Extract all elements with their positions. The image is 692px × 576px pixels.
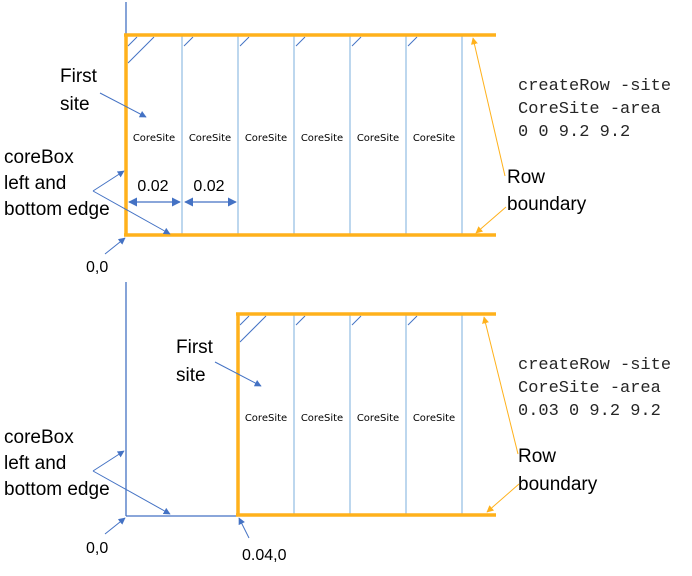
corebox-label: coreBox left and bottom edge: [4, 427, 110, 500]
dimension-label: 0.02: [137, 178, 168, 195]
hatch-mark: [239, 315, 250, 326]
site-dividers: [181, 35, 463, 235]
site-label: CoreSite: [189, 133, 231, 144]
site-labels: CoreSite CoreSite CoreSite CoreSite Core…: [133, 133, 455, 144]
hatch-mark: [407, 315, 418, 326]
hatch-mark: [351, 315, 362, 326]
site-label: CoreSite: [301, 413, 343, 424]
row-boundary: [124, 33, 496, 237]
create-row-command: createRow -site CoreSite -area 0.03 0 9.…: [518, 356, 681, 421]
hatch-mark: [127, 36, 155, 64]
site-label: CoreSite: [245, 133, 287, 144]
corebox-left-arrow: [92, 450, 125, 472]
origin-label: 0,0: [86, 259, 108, 276]
site-label: CoreSite: [133, 133, 175, 144]
site-label: CoreSite: [245, 413, 287, 424]
row-boundary-label: Row boundary: [518, 446, 598, 495]
row-origin-arrow: [238, 517, 250, 539]
row-boundary-arrow-bottom: [475, 206, 507, 234]
create-row-command: createRow -site CoreSite -area 0 0 9.2 9…: [518, 77, 681, 142]
corebox-label: coreBox left and bottom edge: [4, 147, 110, 220]
hatch-mark: [295, 315, 306, 326]
row-boundary-arrow-bottom: [486, 483, 520, 513]
hatch-mark: [407, 36, 418, 47]
row-origin-label: 0.04,0: [242, 547, 287, 564]
hatch-mark: [239, 36, 250, 47]
hatch-mark: [239, 315, 267, 343]
corebox-left-arrow: [92, 170, 125, 192]
hatch-marks: [239, 315, 418, 343]
origin-arrow: [104, 237, 126, 255]
row-boundary-arrow-top: [471, 37, 506, 177]
site-label: CoreSite: [301, 133, 343, 144]
row-boundary-label: Row boundary: [507, 167, 587, 215]
first-site-arrow: [214, 361, 262, 387]
corebox-bottom-arrow: [92, 470, 171, 515]
hatch-mark: [127, 36, 138, 47]
bottom-diagram: CoreSite CoreSite CoreSite CoreSite Firs…: [4, 282, 681, 564]
row-boundary-arrow-top: [482, 316, 519, 455]
dimension-label: 0.02: [193, 178, 224, 195]
site-dividers: [293, 314, 463, 514]
first-site-label: First site: [60, 66, 102, 115]
origin-arrow: [104, 517, 126, 535]
first-site-label: First site: [176, 337, 218, 386]
row-boundary: [236, 312, 496, 517]
hatch-mark: [295, 36, 306, 47]
site-labels: CoreSite CoreSite CoreSite CoreSite: [245, 413, 455, 424]
origin-label: 0,0: [86, 540, 108, 557]
site-label: CoreSite: [357, 133, 399, 144]
hatch-mark: [183, 36, 194, 47]
corebox-bottom-arrow: [92, 190, 171, 235]
site-label: CoreSite: [357, 413, 399, 424]
first-site-arrow: [99, 92, 147, 118]
hatch-mark: [351, 36, 362, 47]
site-label: CoreSite: [413, 133, 455, 144]
hatch-marks: [127, 36, 418, 64]
site-label: CoreSite: [413, 413, 455, 424]
top-diagram: CoreSite CoreSite CoreSite CoreSite Core…: [4, 2, 681, 276]
